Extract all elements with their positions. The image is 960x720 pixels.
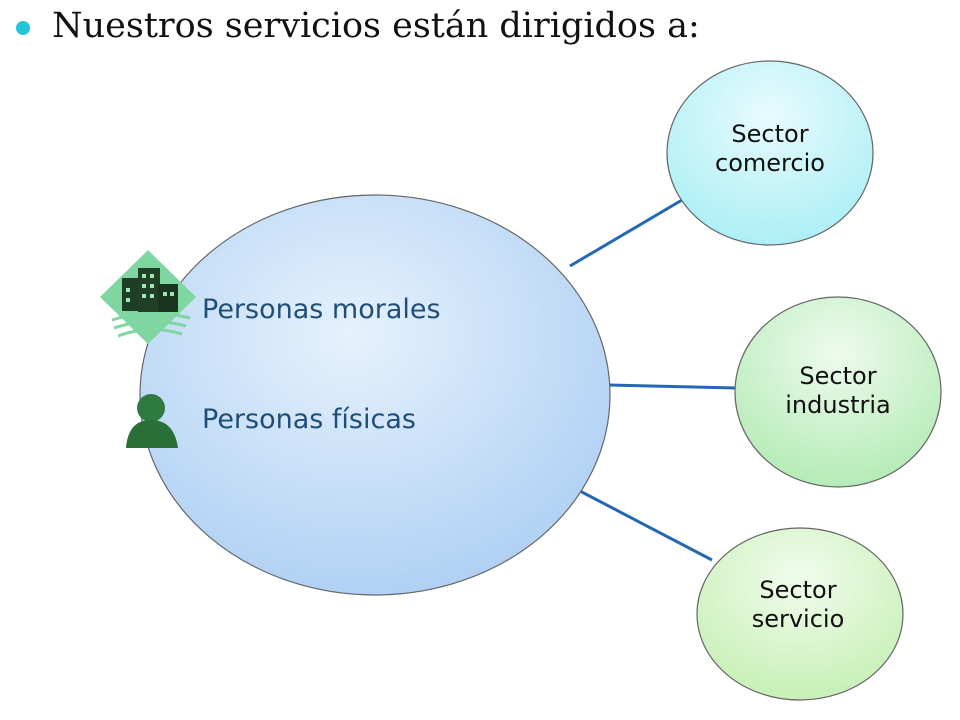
sector-comercio-line2: comercio: [715, 149, 825, 177]
sector-comercio-circle: [666, 60, 874, 246]
sector-comercio-label: Sector comercio: [680, 120, 860, 178]
center-circle: [139, 194, 611, 596]
slide-title: Nuestros servicios están dirigidos a:: [52, 6, 700, 46]
bullet-icon: [16, 21, 30, 35]
person-icon: [126, 394, 178, 448]
sector-servicio-circle: [696, 527, 904, 701]
sector-industria-circle: [734, 296, 942, 488]
sector-comercio-line1: Sector: [731, 120, 809, 148]
sector-industria-line1: Sector: [799, 362, 877, 390]
connector-comercio: [569, 198, 683, 268]
sector-servicio-line1: Sector: [759, 576, 837, 604]
connector-industria: [607, 383, 737, 390]
sector-servicio-label: Sector servicio: [708, 576, 888, 634]
label-personas-morales: Personas morales: [202, 294, 441, 325]
label-personas-fisicas: Personas físicas: [202, 404, 416, 435]
connector-servicio: [577, 488, 713, 562]
sector-industria-line2: industria: [785, 391, 891, 419]
sector-industria-label: Sector industria: [748, 362, 928, 420]
sector-servicio-line2: servicio: [751, 605, 845, 633]
buildings-icon: [100, 250, 196, 344]
